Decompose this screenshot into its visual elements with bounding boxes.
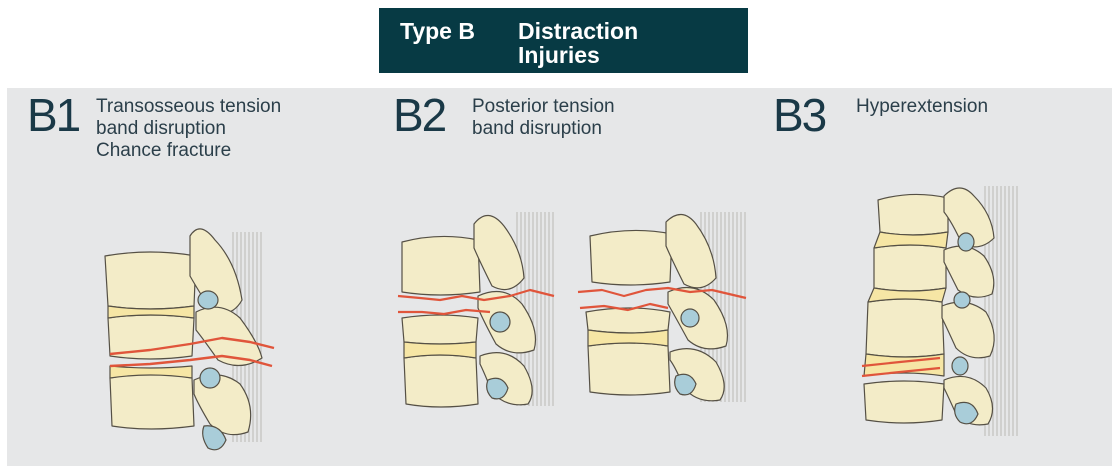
b3-disc-1 — [874, 232, 948, 248]
b2-right-ligament-1 — [681, 309, 699, 327]
b2-description: Posterior tension band disruption — [472, 96, 615, 140]
b3-vertebral-body-4 — [864, 381, 944, 423]
b1-code-label: B1 — [27, 92, 79, 138]
b2-right-disc — [588, 330, 668, 346]
b2-code-label: B2 — [393, 92, 445, 138]
b1-ligament-2 — [200, 368, 220, 388]
b1-description: Transosseous tension band disruption Cha… — [96, 96, 281, 162]
b2-left-disc — [404, 342, 476, 358]
b2-left-ligament-1 — [490, 312, 510, 332]
b3-code-label: B3 — [773, 92, 825, 138]
b3-description: Hyperextension — [856, 96, 988, 118]
b2-left-vertebral-body-3 — [404, 355, 478, 407]
b2-spine-illustration-right — [578, 212, 746, 402]
b1-spine-illustration — [105, 229, 274, 450]
b2-left-fracture-line-lower — [398, 310, 490, 314]
b3-ligament-3 — [952, 357, 968, 375]
b3-vertebral-body-1 — [878, 194, 948, 235]
b2-right-vertebral-body-3 — [588, 343, 670, 395]
b3-ligament-2 — [954, 292, 970, 308]
b3-vertebral-body-3 — [866, 299, 944, 357]
b3-ligament-1 — [958, 233, 974, 251]
b2-left-vertebral-body-1 — [402, 236, 480, 295]
b3-spine-illustration — [862, 186, 1020, 436]
b2-spine-illustration-left — [398, 212, 554, 407]
b1-vertebral-body-3 — [110, 374, 194, 429]
b3-vertebral-body-2 — [874, 245, 946, 291]
b2-right-vertebral-body-1 — [590, 230, 672, 285]
b1-vertebral-body-1 — [105, 252, 196, 309]
b2-left-vertebral-body-2 — [402, 315, 478, 344]
b1-ligament-1 — [198, 291, 218, 309]
b2-right-vertebral-body-2 — [586, 308, 670, 333]
